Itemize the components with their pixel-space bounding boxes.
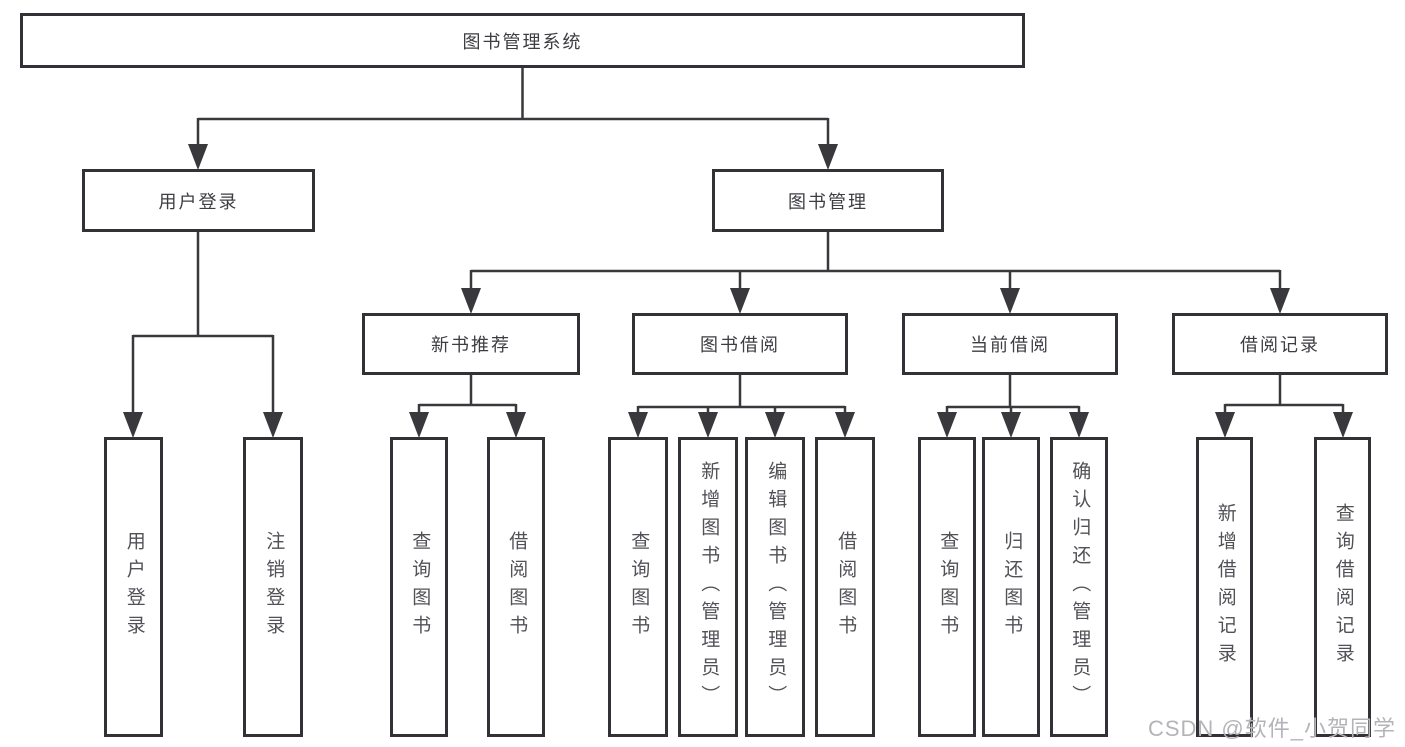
leaf-query-book-1: 查询图书 (390, 437, 448, 737)
arrowhead (765, 412, 785, 438)
leaf-return-book-label: 归还图书 (1001, 531, 1023, 643)
leaf-query-book-2-label: 查询图书 (628, 531, 650, 643)
arrowhead (409, 412, 429, 438)
arrowhead (263, 412, 283, 438)
node-book-management: 图书管理 (712, 169, 944, 232)
leaf-query-book-1-label: 查询图书 (409, 531, 431, 643)
arrowhead (730, 288, 750, 314)
node-root-label: 图书管理系统 (462, 31, 583, 52)
leaf-borrow-book-1: 借阅图书 (487, 437, 545, 737)
connector-newbook-to-leaves (417, 375, 518, 416)
leaf-edit-book-admin: 编辑图书（管理员） (745, 437, 805, 737)
leaf-confirm-return-admin: 确认归还（管理员） (1050, 437, 1108, 737)
arrowhead (1069, 412, 1089, 438)
arrowhead (506, 412, 526, 438)
leaf-edit-book-admin-label: 编辑图书（管理员） (765, 461, 787, 713)
arrowhead (628, 412, 648, 438)
leaf-user-login: 用户登录 (104, 437, 163, 737)
node-user-login: 用户登录 (82, 169, 315, 232)
arrowhead (835, 412, 855, 438)
arrowhead (1215, 412, 1235, 438)
leaf-query-borrow-record: 查询借阅记录 (1314, 437, 1371, 737)
node-borrow-records-label: 借阅记录 (1240, 335, 1320, 355)
leaf-borrow-book-2: 借阅图书 (815, 437, 875, 737)
connector-bookmgmt-to-level3 (469, 232, 1282, 292)
arrowhead (1001, 412, 1021, 438)
arrowhead (1000, 288, 1020, 314)
node-borrow-records: 借阅记录 (1172, 313, 1388, 375)
arrowhead (937, 412, 957, 438)
leaf-borrow-book-1-label: 借阅图书 (506, 531, 528, 643)
leaf-logout-label: 注销登录 (263, 531, 285, 643)
node-new-book-recommend: 新书推荐 (362, 313, 580, 375)
arrowhead (188, 144, 208, 170)
node-user-login-label: 用户登录 (158, 191, 239, 212)
node-book-borrow-label: 图书借阅 (700, 335, 780, 355)
connector-records-to-leaves (1223, 375, 1345, 416)
leaf-confirm-return-admin-label: 确认归还（管理员） (1069, 461, 1091, 713)
node-current-borrow-label: 当前借阅 (970, 335, 1050, 355)
arrowhead (1333, 412, 1353, 438)
leaf-logout: 注销登录 (243, 437, 303, 737)
leaf-add-borrow-record: 新增借阅记录 (1196, 437, 1253, 737)
node-book-borrow: 图书借阅 (632, 313, 848, 375)
arrowhead (818, 144, 838, 170)
arrowhead (1270, 288, 1290, 314)
node-book-management-label: 图书管理 (788, 191, 868, 212)
leaf-add-book-admin: 新增图书（管理员） (678, 437, 738, 737)
leaf-query-book-2: 查询图书 (608, 437, 668, 737)
arrowhead (461, 288, 481, 314)
leaf-return-book: 归还图书 (982, 437, 1040, 737)
leaf-add-book-admin-label: 新增图书（管理员） (698, 461, 720, 713)
connector-root-to-level2 (196, 68, 830, 150)
watermark: CSDN @软件_小贺同学 (1147, 716, 1396, 741)
connector-borrow-to-leaves (636, 375, 847, 416)
arrowhead (123, 412, 143, 438)
leaf-borrow-book-2-label: 借阅图书 (835, 531, 857, 643)
arrowhead (698, 412, 718, 438)
leaf-user-login-label: 用户登录 (123, 531, 145, 643)
connector-userlogin-to-leaves (131, 232, 275, 416)
leaf-add-borrow-record-label: 新增借阅记录 (1214, 503, 1236, 671)
node-current-borrow: 当前借阅 (902, 313, 1118, 375)
node-new-book-recommend-label: 新书推荐 (431, 335, 511, 355)
leaf-query-book-3: 查询图书 (918, 437, 976, 737)
node-root: 图书管理系统 (20, 13, 1025, 68)
leaf-query-borrow-record-label: 查询借阅记录 (1332, 503, 1354, 671)
leaf-query-book-3-label: 查询图书 (937, 531, 959, 643)
connector-current-to-leaves (945, 375, 1081, 416)
